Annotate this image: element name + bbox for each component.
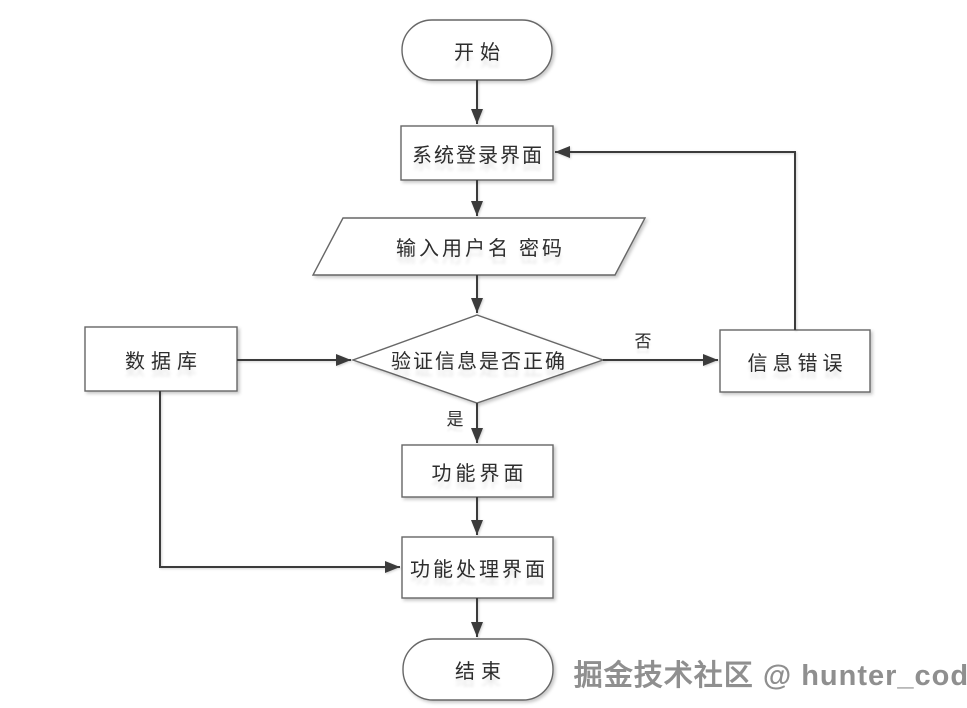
node-shape-func (401, 444, 554, 498)
node-shape-database (84, 326, 238, 392)
node-label-error: 信息错误 (747, 352, 848, 375)
edge-error-login (555, 146, 796, 330)
node-shape-end (402, 638, 554, 701)
node-label-end: 结束 (455, 661, 507, 683)
edge-database-funcproc (159, 391, 400, 573)
node-shape-login (400, 125, 554, 181)
node-shape-funcproc (401, 536, 554, 599)
node-label-database: 数据库 (125, 350, 203, 373)
node-label-funcproc: 功能处理界面 (410, 559, 548, 581)
node-shape-input (311, 217, 647, 276)
node-label-login: 系统登录界面 (412, 144, 544, 167)
node-label-func: 功能界面 (431, 462, 528, 485)
node-label-input: 输入用户名 密码 (396, 238, 565, 260)
connector-group (159, 80, 796, 637)
shape-group (84, 19, 871, 701)
node-label-start: 开始 (454, 41, 506, 64)
node-label-verify: 验证信息是否正确 (391, 350, 567, 373)
edge-label-yes: 是 (446, 409, 464, 429)
watermark-text: 掘金技术社区 @ hunter_code (573, 660, 967, 692)
edge-label-no: 否 (634, 331, 652, 351)
